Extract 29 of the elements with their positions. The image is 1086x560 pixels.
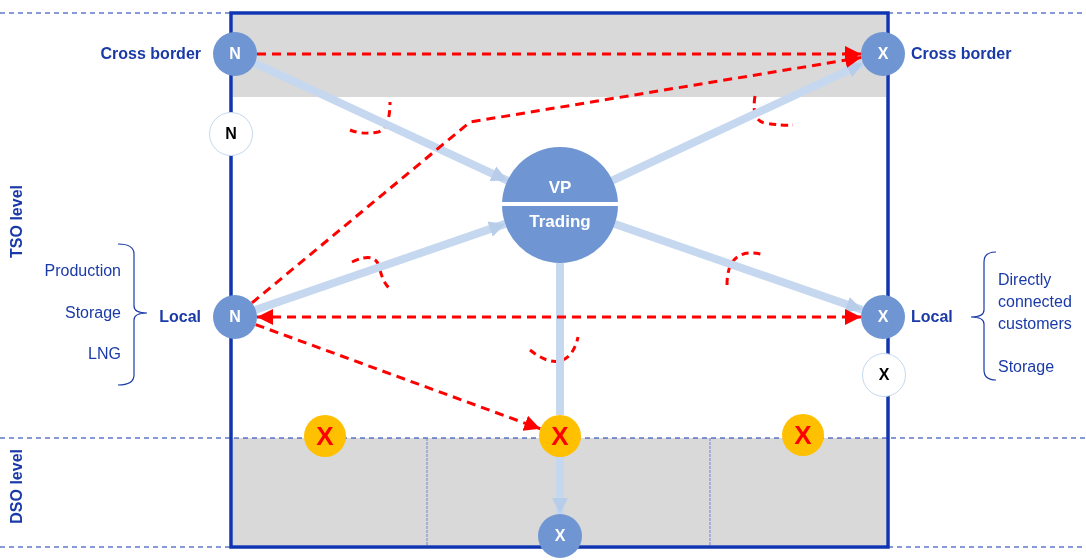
node-text: VP <box>548 178 572 198</box>
dashed-arrow <box>250 52 862 305</box>
arrow <box>254 220 507 314</box>
node-caption: Local <box>911 307 953 327</box>
source-label: LNG <box>87 344 121 364</box>
node-circle: X <box>861 295 905 339</box>
source-label: Production <box>43 261 121 281</box>
node-circle: X <box>304 415 346 457</box>
dashed-arrow <box>257 309 861 325</box>
arrow <box>613 220 864 314</box>
node-caption: Local <box>159 307 201 327</box>
arrow <box>610 59 865 185</box>
consumer-label: Storage <box>998 357 1056 377</box>
node-circle: X <box>539 415 581 457</box>
node-circle: N <box>213 295 257 339</box>
level-label: TSO level <box>7 185 26 258</box>
consumer-label: Directly connected customers <box>998 270 1073 334</box>
node-circle: X <box>862 353 906 397</box>
source-label: Storage <box>63 303 121 323</box>
arrow <box>253 59 510 185</box>
node-circle: N <box>213 32 257 76</box>
node-caption: Cross border <box>911 44 1012 64</box>
arrow <box>552 457 568 514</box>
node-circle: N <box>209 112 253 156</box>
node-circle: X <box>782 414 824 456</box>
node-text: Trading <box>529 212 591 232</box>
dashed-arrow <box>255 323 541 431</box>
level-label: DSO level <box>7 449 26 524</box>
node-caption: Cross border <box>100 44 201 64</box>
